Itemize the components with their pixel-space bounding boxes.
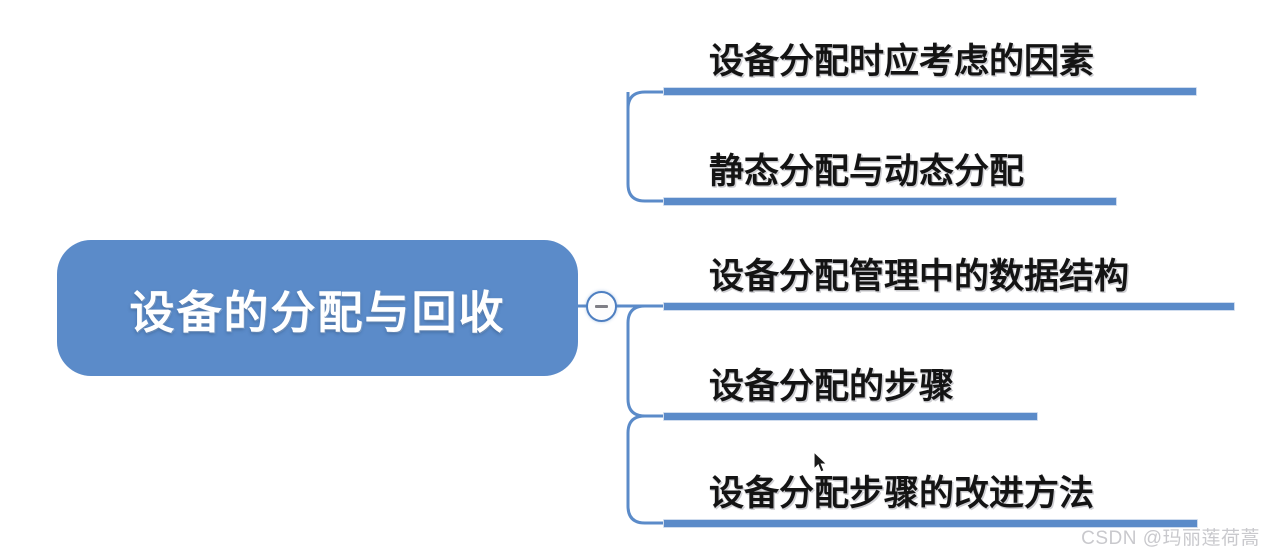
- csdn-watermark: CSDN @玛丽莲荷蒿: [1081, 528, 1260, 549]
- root-node[interactable]: 设备的分配与回收: [57, 240, 578, 376]
- collapse-toggle-button[interactable]: [586, 291, 617, 322]
- minus-icon: [595, 305, 608, 308]
- branch-underline-bar: [663, 519, 1198, 528]
- branch-underline-bar: [663, 197, 1117, 206]
- branch-underline-bar: [663, 87, 1197, 96]
- branch-label: 静态分配与动态分配: [709, 152, 1025, 191]
- branch-label: 设备分配管理中的数据结构: [709, 257, 1130, 296]
- branch-label: 设备分配步骤的改进方法: [709, 474, 1095, 513]
- branch-underline-bar: [663, 412, 1038, 421]
- branch-label: 设备分配的步骤: [709, 367, 955, 406]
- root-node-label: 设备的分配与回收: [129, 286, 506, 338]
- branch-underline-bar: [663, 302, 1235, 311]
- branch-label: 设备分配时应考虑的因素: [709, 42, 1095, 81]
- arrow-cursor-icon: [813, 451, 828, 473]
